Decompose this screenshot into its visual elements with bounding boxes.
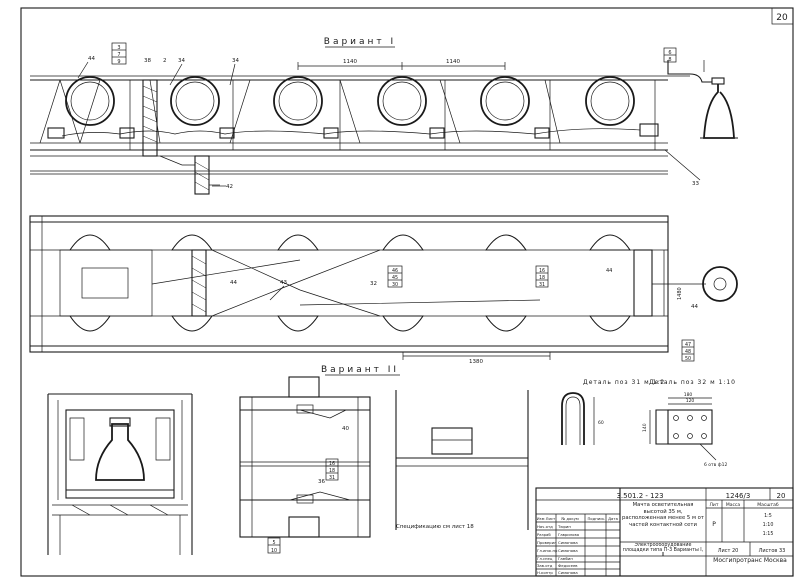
title-block: 3.501.2 - 123 1246/3 20 Мачта осветитель… (535, 487, 794, 577)
label-16: 16 (539, 268, 545, 274)
variant2-middle-view: 40 36 16 18 31 5 10 (239, 376, 371, 554)
signature-table: Изм Лист № докум Подпись Дата Нач.отд Ра… (536, 514, 620, 576)
label-47: 47 (685, 342, 691, 348)
label-45: 45 (392, 275, 398, 281)
name-5: Федосеев (558, 563, 578, 568)
hdr-sign: Подпись (587, 516, 605, 521)
col-scale: Масштаб (757, 502, 779, 508)
role-2: Проверил (537, 540, 557, 545)
label-7: 7 (117, 52, 120, 58)
sheet-ref: 1246/3 (726, 492, 751, 500)
name-0: Тюрин (557, 524, 571, 529)
label-40: 40 (342, 426, 349, 432)
hdr-izm: Изм Лист (537, 516, 556, 521)
label-31b: 31 (329, 475, 335, 481)
dim-120: 120 (686, 398, 695, 404)
dim-1140-a: 1140 (343, 59, 357, 65)
doc-subtitle: Электрооборудование площадки типа П-3 Ва… (622, 543, 704, 557)
label-10: 10 (271, 548, 277, 554)
sheet-number-corner: 20 (776, 13, 788, 23)
detail-31: Деталь поз 31 м 1:2 60 (561, 379, 665, 445)
col-lit: Лит (710, 502, 719, 508)
dim-6-holes: 6 отв ф12 (704, 462, 727, 468)
detail-32: Деталь поз 32 м 1:10 180 120 140 6 отв ф… (642, 379, 736, 468)
label-34a: 34 (178, 58, 185, 64)
section-floodlight-icon (95, 423, 145, 481)
name-1: Гаврилова (558, 532, 579, 537)
scale-3: 1:15 (763, 531, 774, 537)
name-3: Симонова (558, 548, 578, 553)
sheet-frame (20, 7, 794, 577)
label-33: 33 (692, 181, 699, 187)
sheet-label: Лист 20 (718, 548, 739, 554)
spec-note: Спецификацию см лист 18 (396, 524, 474, 530)
label-31: 31 (539, 282, 545, 288)
side-floodlight-icon (703, 84, 735, 139)
variant2-section-view (47, 393, 193, 555)
scale-1: 1:5 (764, 513, 772, 519)
label-43: 43 (280, 280, 287, 286)
label-50: 50 (685, 356, 691, 362)
dim-60: 60 (598, 420, 604, 426)
doc-title: Мачта осветительная высотой 35 м, распол… (622, 502, 704, 528)
detail31-title: Деталь поз 31 м 1:2 (583, 379, 665, 386)
variant1-title: Вариант I (324, 37, 396, 47)
sheet-number-box (771, 7, 794, 25)
label-16b: 16 (329, 461, 335, 467)
variant1-elevation: 1140 1140 44 3 7 9 38 2 34 34 6 8 33 42 (30, 42, 738, 195)
dim-180: 180 (684, 392, 693, 398)
label-2: 2 (163, 58, 167, 64)
label-46: 46 (392, 268, 398, 274)
dim-1140-b: 1140 (446, 59, 460, 65)
label-34b: 34 (232, 58, 239, 64)
hdr-doc: № докум (561, 516, 579, 521)
label-9: 9 (117, 59, 120, 65)
label-6: 6 (668, 50, 671, 56)
plan-side-floodlight-icon (702, 266, 738, 302)
label-5: 5 (272, 540, 275, 546)
role-0: Нач.отд (537, 524, 553, 529)
label-48: 48 (685, 349, 691, 355)
label-36: 36 (318, 479, 325, 485)
dim-1480: 1480 (677, 287, 683, 300)
variant2-right-view (395, 390, 529, 530)
organization: Мосгипротранс Москва (713, 557, 787, 564)
doc-code: 3.501.2 - 123 (616, 492, 663, 500)
label-44c: 44 (606, 268, 612, 274)
name-4: Гамбин (558, 556, 573, 561)
label-32: 32 (370, 281, 377, 287)
sheet-num: 20 (777, 492, 786, 500)
col-mass: Масса (726, 502, 741, 508)
role-4: Гл.спец (537, 556, 553, 561)
label-42: 42 (226, 184, 233, 190)
scale-2: 1:10 (763, 522, 774, 528)
role-5: Зав.отд (537, 563, 553, 568)
sheets-label: Листов 33 (759, 548, 786, 554)
hdr-date: Дата (608, 516, 618, 521)
variant2-title: Вариант II (321, 365, 399, 375)
variant1-plan: 1480 1380 44 43 32 46 45 30 16 18 31 44 … (29, 215, 738, 365)
label-44b: 44 (230, 280, 237, 286)
label-8: 8 (668, 57, 671, 63)
detail32-title: Деталь поз 32 м 1:10 (649, 379, 736, 386)
name-2: Симонова (558, 540, 578, 545)
label-3: 3 (117, 45, 120, 51)
dim-140: 140 (642, 423, 648, 432)
label-30: 30 (392, 282, 398, 288)
lit-val: Р (712, 521, 716, 528)
label-38: 38 (144, 58, 151, 64)
floodlight-row-elevation (65, 76, 635, 126)
label-44a: 44 (88, 56, 95, 62)
label-18b: 18 (329, 468, 335, 474)
dim-1380: 1380 (469, 359, 483, 365)
label-18: 18 (539, 275, 545, 281)
role-1: Разраб (537, 532, 551, 537)
role-6: Н.контр (537, 570, 553, 575)
name-6: Симонова (558, 570, 578, 575)
role-3: Гл.инж.пр (537, 548, 558, 553)
label-44d: 44 (691, 304, 698, 310)
